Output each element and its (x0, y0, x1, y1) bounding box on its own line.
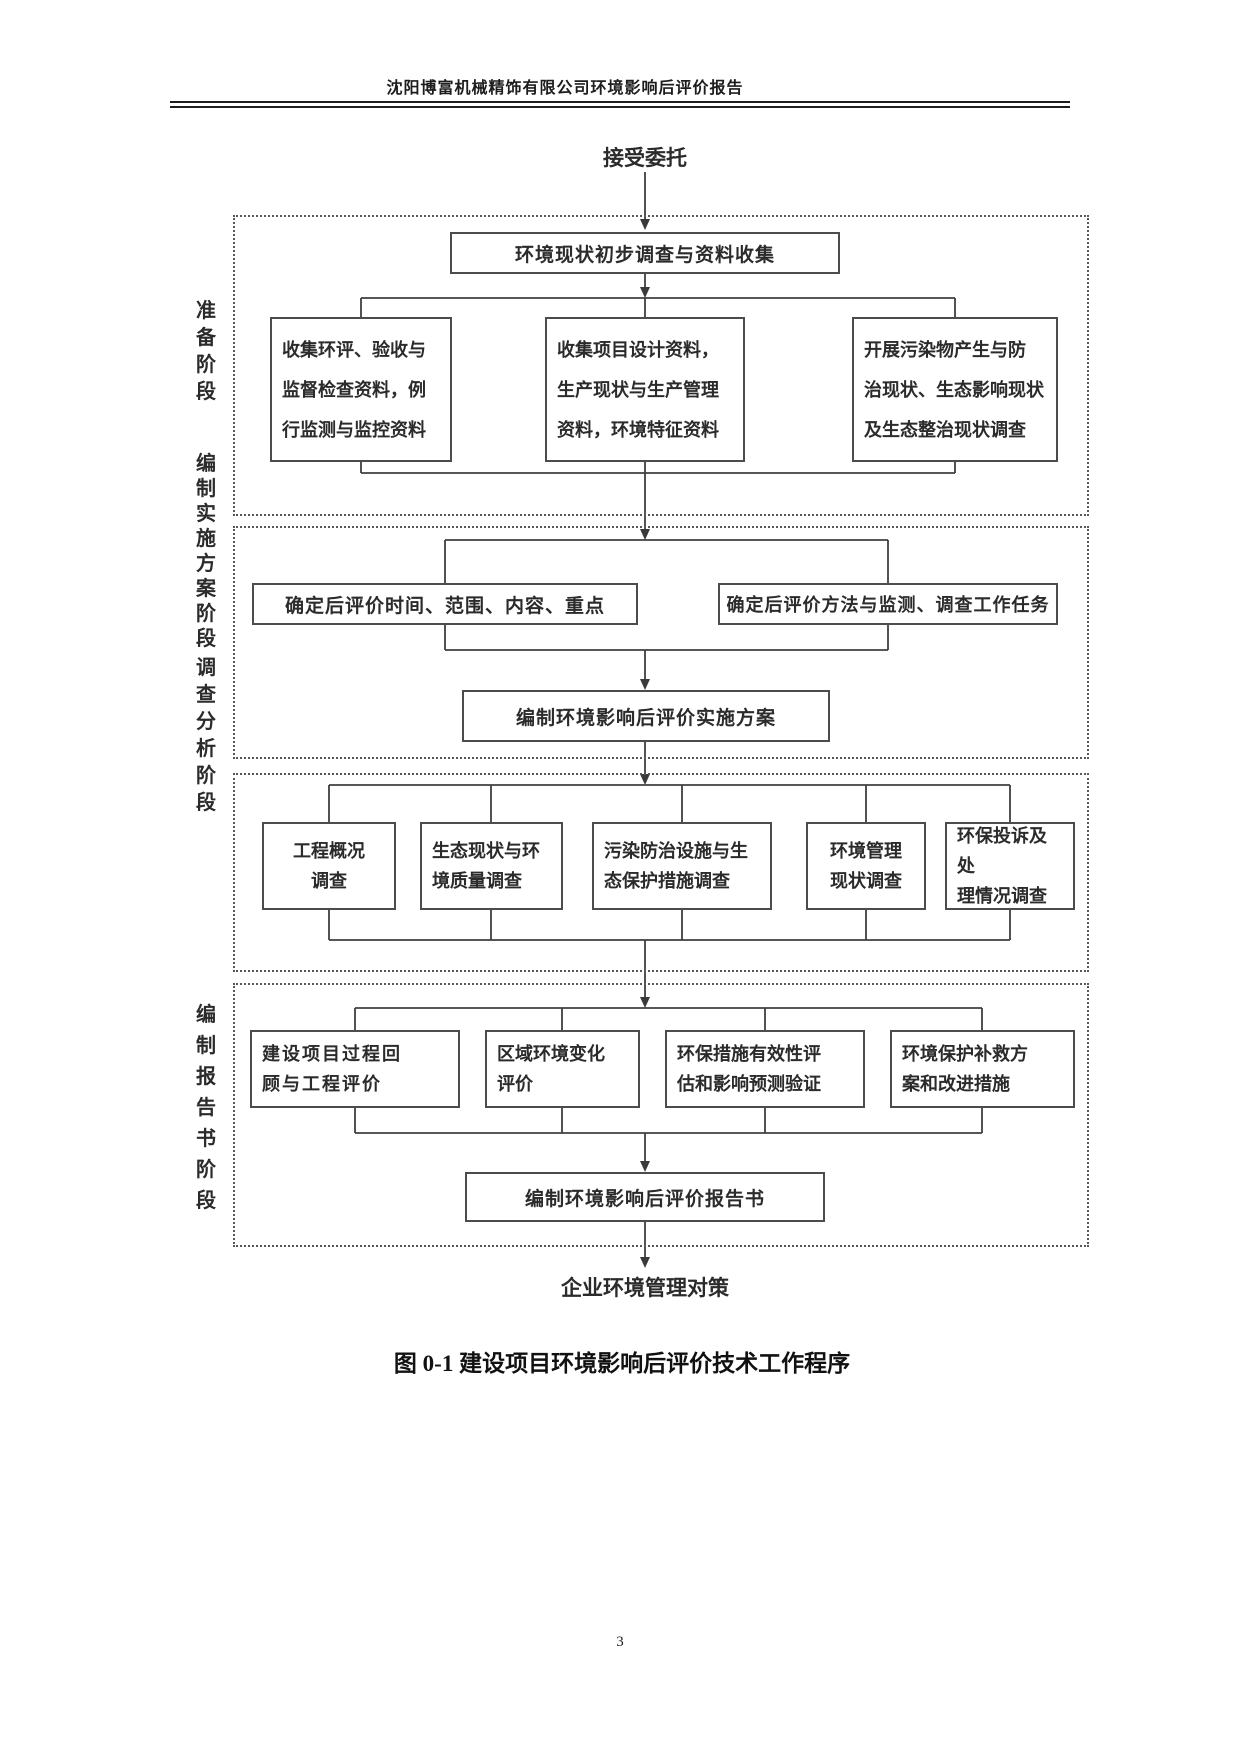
node-regional-change: 区域环境变化 评价 (485, 1030, 640, 1108)
stage-frame-analysis (233, 773, 1089, 972)
stage-frame-report (233, 983, 1089, 1247)
header-title: 沈阳博富机械精饰有限公司环境影响后评价报告 (386, 80, 744, 97)
stage-label-analysis: 调查分析阶段 (196, 657, 216, 814)
figure-caption: 图 0-1 建设项目环境影响后评价技术工作程序 (393, 1351, 851, 1376)
node-project-overview: 工程概况 调查 (262, 822, 396, 910)
page-number: 3 (616, 1634, 624, 1650)
node-determine-method: 确定后评价方法与监测、调查工作任务 (718, 583, 1058, 625)
node-pollution-control: 污染防治设施与生 态保护措施调查 (592, 822, 772, 910)
header-divider (170, 101, 1070, 108)
node-complaints: 环保投诉及处 理情况调查 (945, 822, 1075, 910)
flow-end-label: 企业环境管理对策 (561, 1276, 729, 1300)
stage-frame-plan (233, 526, 1089, 759)
stage-label-report: 编制报告书阶段 (196, 1004, 216, 1212)
node-compile-plan: 编制环境影响后评价实施方案 (462, 690, 830, 742)
stage-label-plan: 编制实施方案阶段 (196, 453, 216, 650)
node-compile-report: 编制环境影响后评价报告书 (465, 1172, 825, 1222)
node-collect-design: 收集项目设计资料， 生产现状与生产管理 资料，环境特征资料 (545, 317, 745, 462)
stage-label-preparation: 准备阶段 (196, 300, 216, 403)
node-env-management: 环境管理 现状调查 (806, 822, 926, 910)
node-pollution-survey: 开展污染物产生与防 治现状、生态影响现状 及生态整治现状调查 (852, 317, 1058, 462)
node-measure-validation: 环保措施有效性评 估和影响预测验证 (665, 1030, 865, 1108)
stage-frame-preparation (233, 215, 1089, 516)
node-collect-eia: 收集环评、验收与 监督检查资料，例 行监测与监控资料 (270, 317, 452, 462)
node-initial-survey: 环境现状初步调查与资料收集 (450, 232, 840, 274)
node-project-review: 建设项目过程回 顾与工程评价 (250, 1030, 460, 1108)
node-remedy-plan: 环境保护补救方 案和改进措施 (890, 1030, 1075, 1108)
node-eco-status: 生态现状与环 境质量调查 (420, 822, 563, 910)
node-determine-scope: 确定后评价时间、范围、内容、重点 (252, 583, 638, 625)
flow-start-label: 接受委托 (603, 146, 687, 170)
